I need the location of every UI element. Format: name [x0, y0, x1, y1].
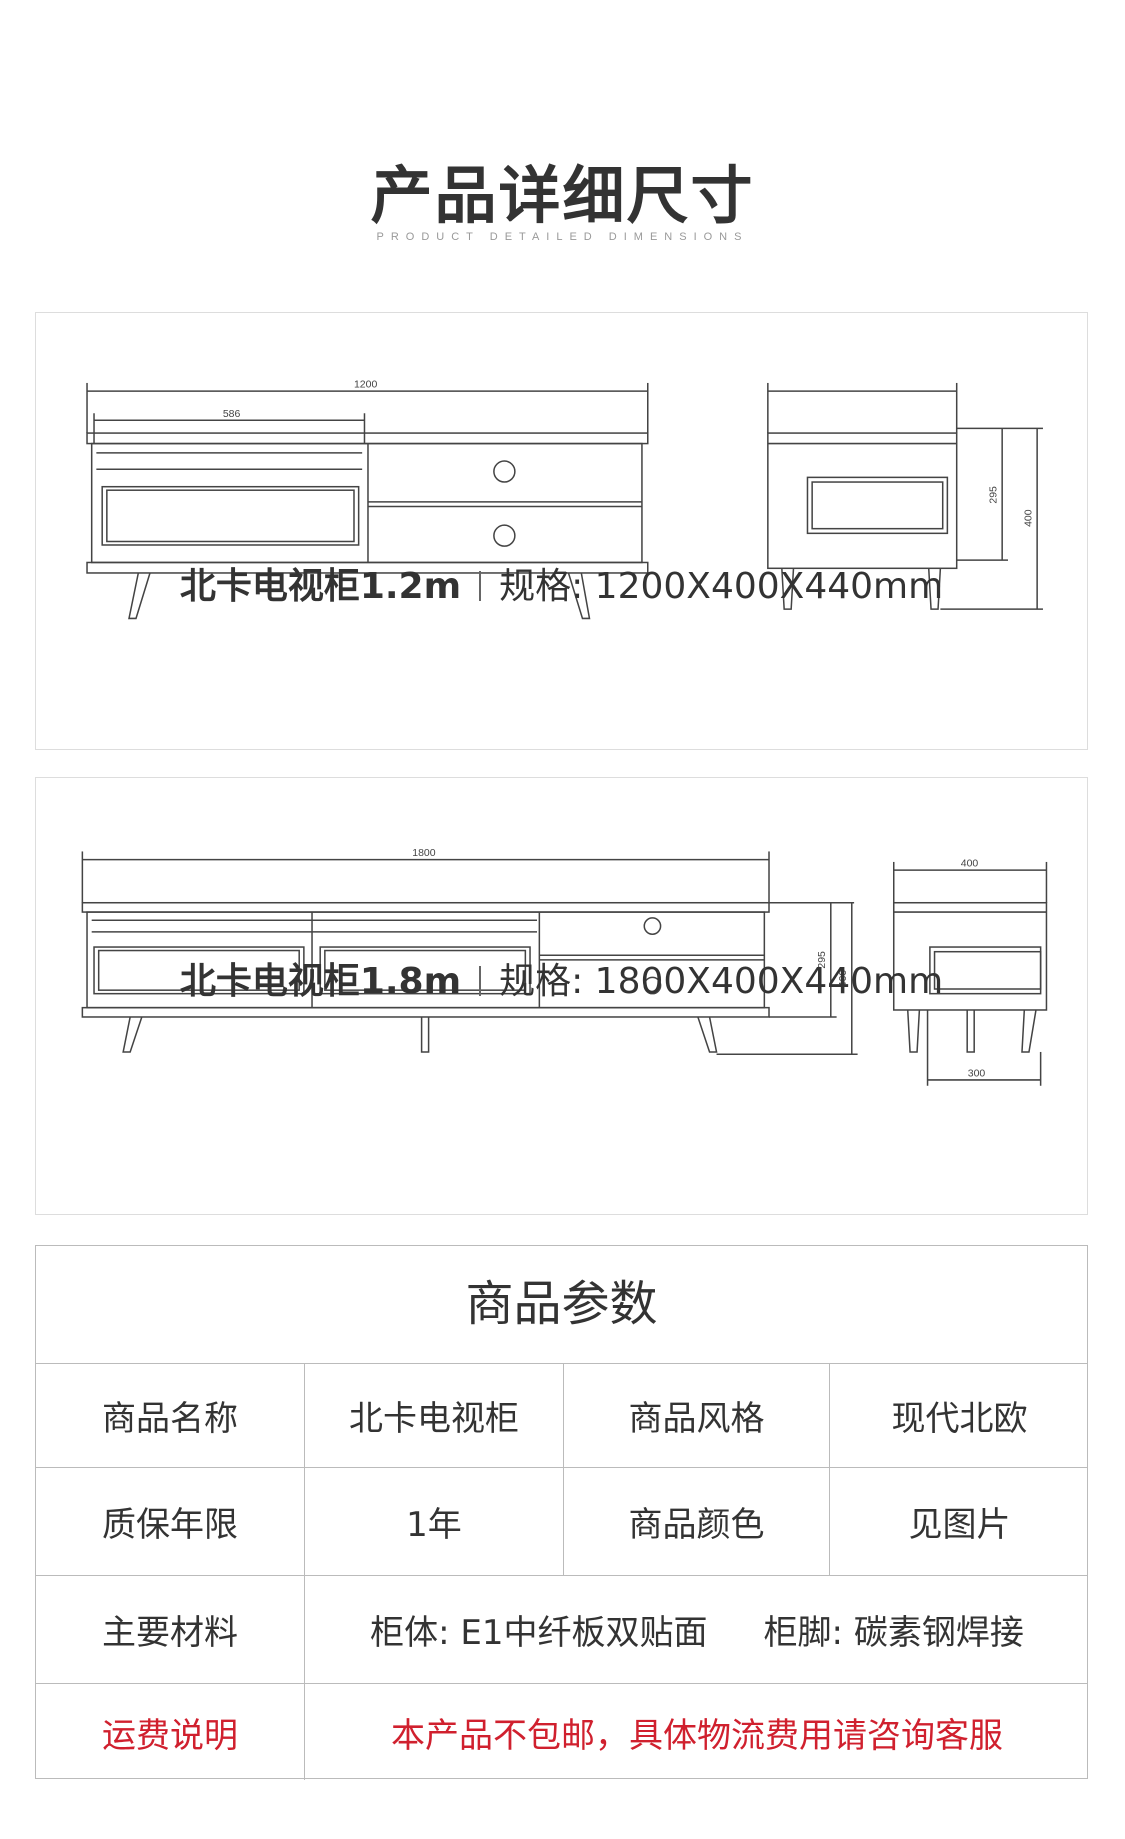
dim-width-label: 1800 [412, 848, 435, 859]
product-spec: 规格: 1800X400X440mm [499, 961, 944, 1002]
param-value: 见图片 [908, 1505, 1011, 1545]
table-row: 运费说明 本产品不包邮，具体物流费用请咨询客服 [36, 1684, 1087, 1780]
dim-door-label: 586 [223, 409, 241, 420]
param-value: 1年 [305, 1468, 564, 1575]
side-view [892, 861, 1048, 1086]
divider [479, 571, 482, 601]
table-row: 质保年限 1年 商品颜色 见图片 [36, 1468, 1087, 1576]
product-params-table: 商品参数 商品名称 北卡电视柜 商品风格 现代北欧 质保年限 1年 商品颜色 见… [35, 1245, 1088, 1780]
product-name: 北卡电视柜1.8m [179, 961, 462, 1002]
dimension-panel-1800: 1800 295 400 400 300 北卡电视柜1.8m 规格: 1800X4… [35, 777, 1088, 1215]
param-label: 商品风格 [564, 1363, 830, 1467]
param-label: 主要材料 [36, 1576, 305, 1683]
table-row: 商品名称 北卡电视柜 商品风格 现代北欧 [36, 1363, 1087, 1468]
tv-cabinet-1800-drawing: 1800 295 400 400 300 [81, 848, 1048, 1086]
dim-total-height-label: 400 [838, 970, 849, 988]
param-label: 商品颜色 [564, 1468, 830, 1575]
page-subtitle: PRODUCT DETAILED DIMENSIONS [376, 231, 749, 243]
table-title: 商品参数 [36, 1246, 1087, 1364]
dim-depth-label: 400 [961, 859, 979, 870]
side-view [767, 382, 1043, 610]
param-value: 北卡电视柜 [305, 1363, 564, 1467]
param-label-shipping: 运费说明 [36, 1684, 305, 1780]
product-caption: 北卡电视柜1.8m 规格: 1800X400X440mm [36, 952, 1087, 1004]
dim-body-height-label: 295 [817, 951, 828, 969]
material-body: 柜体: E1中纤板双贴面 [370, 1613, 708, 1653]
dim-body-height-label: 295 [988, 486, 999, 504]
dim-total-height-label: 400 [1023, 509, 1034, 527]
param-label: 商品名称 [36, 1363, 305, 1467]
param-value-shipping: 本产品不包邮，具体物流费用请咨询客服 [391, 1715, 1003, 1756]
front-view [81, 851, 858, 1056]
dim-width-label: 1200 [354, 380, 377, 391]
page-title: 产品详细尺寸 [370, 159, 755, 232]
product-spec: 规格: 1200X400X440mm [499, 566, 944, 607]
product-name: 北卡电视柜1.2m [179, 566, 462, 607]
param-value: 现代北欧 [891, 1398, 1028, 1439]
table-row: 主要材料 柜体: E1中纤板双贴面 柜脚: 碳素钢焊接 [36, 1576, 1087, 1684]
dimension-panel-1200: 1200 586 295 400 北卡电视柜1.2m 规格: 1200X400X4… [35, 312, 1088, 750]
param-label: 质保年限 [36, 1468, 305, 1575]
tv-cabinet-1200-drawing: 1200 586 295 400 [86, 380, 1043, 620]
divider [479, 966, 482, 996]
dim-leg-span-label: 300 [968, 1068, 986, 1079]
param-value: 柜体: E1中纤板双贴面 柜脚: 碳素钢焊接 [305, 1576, 1089, 1683]
front-view [86, 382, 649, 620]
product-caption: 北卡电视柜1.2m 规格: 1200X400X440mm [36, 557, 1087, 609]
material-legs: 柜脚: 碳素钢焊接 [763, 1613, 1024, 1653]
